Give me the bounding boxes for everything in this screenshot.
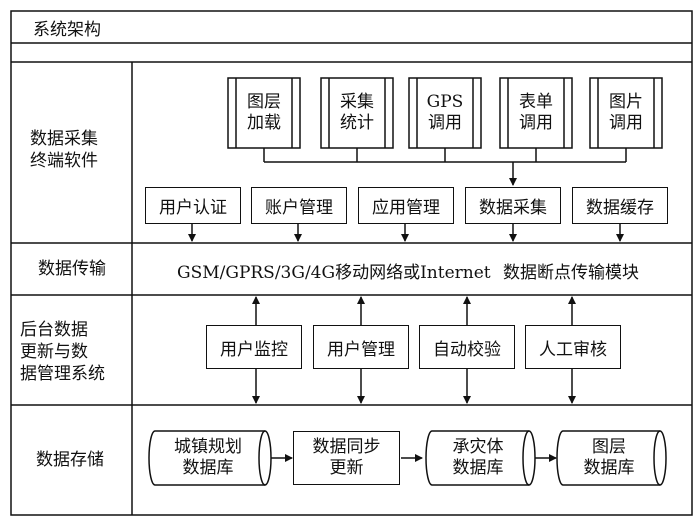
- module-frame-image-call: [589, 77, 663, 149]
- function-data-collect: 数据采集: [465, 187, 561, 224]
- layer-db-cylinder: [556, 430, 667, 486]
- function-app-mgmt: 应用管理: [358, 187, 454, 224]
- transmit-network: GSM/GPRS/3G/4G移动网络或Internet: [177, 263, 491, 283]
- row-label-transmit: 数据传输: [38, 259, 106, 279]
- urban-db-cylinder: [148, 430, 272, 486]
- diagram-title: 系统架构: [33, 20, 101, 40]
- module-frame-collect-stat: [320, 77, 394, 149]
- transmit-resume-module: 数据断点传输模块: [503, 263, 639, 283]
- function-account-mgmt: 账户管理: [251, 187, 347, 224]
- storage-urban-db: 城镇规划 数据库: [174, 437, 242, 478]
- module-frame-gps-call: [408, 77, 482, 149]
- module-frame-layer-load: [227, 77, 301, 149]
- module-layer-load: 图层 加载: [247, 92, 281, 133]
- module-frame-form-call: [499, 77, 573, 149]
- row-label-backend: 后台数据 更新与数 据管理系统: [20, 320, 105, 384]
- storage-hazard-db: 承灾体 数据库: [452, 437, 504, 478]
- row-label-collect: 数据采集 终端软件: [30, 129, 98, 171]
- storage-sync-update: 数据同步 更新: [293, 431, 400, 485]
- module-gps-call: GPS 调用: [426, 92, 464, 133]
- backend-user-monitor: 用户监控: [206, 325, 302, 369]
- function-data-cache: 数据缓存: [572, 187, 668, 224]
- backend-user-mgmt: 用户管理: [313, 325, 409, 369]
- hazard-db-cylinder: [425, 430, 536, 486]
- storage-layer-db: 图层 数据库: [583, 437, 635, 478]
- backend-manual-review: 人工审核: [525, 325, 621, 369]
- module-collect-stat: 采集 统计: [340, 92, 374, 133]
- row-label-storage: 数据存储: [36, 450, 104, 470]
- function-user-auth: 用户认证: [145, 187, 241, 224]
- module-image-call: 图片 调用: [609, 92, 643, 133]
- module-form-call: 表单 调用: [519, 92, 553, 133]
- backend-auto-check: 自动校验: [419, 325, 515, 369]
- outer-frame: [10, 10, 693, 516]
